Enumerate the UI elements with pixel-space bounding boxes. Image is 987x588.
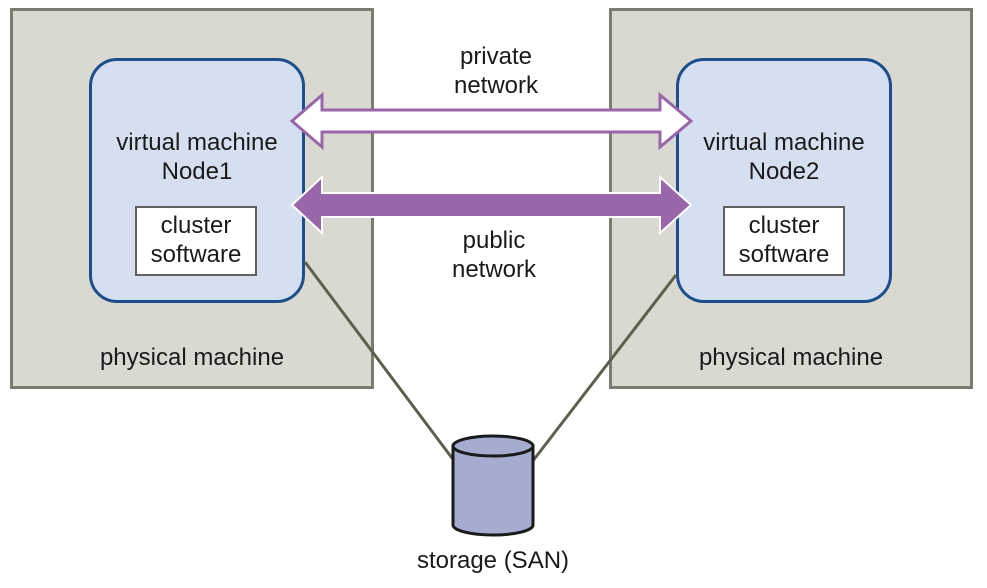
public-network-label: public network [394,226,594,284]
public-network-line2: network [451,256,537,283]
vm-node-name: Node2 [748,158,820,185]
vm-label-node1: virtual machine Node1 [89,128,305,186]
cluster-software-label-node1: cluster software [135,211,257,269]
cluster-software-label-node2: cluster software [723,211,845,269]
vm-title: virtual machine [703,129,865,156]
software-line2: software [738,241,830,268]
storage-label: storage (SAN) [416,547,570,574]
public-network-line1: public [462,227,526,254]
virtual-machine-node1 [89,58,305,303]
physical-machine-label-right: physical machine [698,344,884,371]
private-network-line2: network [453,72,539,99]
physical-machine-label-left: physical machine [99,344,285,371]
software-line2: software [150,241,242,268]
vm-title: virtual machine [116,129,278,156]
public-network-arrow [290,174,693,236]
vm-node-name: Node1 [161,158,233,185]
software-line1: cluster [748,212,820,239]
private-network-label: private network [396,42,596,100]
cluster-software-node1 [135,206,257,276]
cluster-software-node2 [723,206,845,276]
private-network-line1: private [459,43,533,70]
san-link-left [303,261,457,463]
vm-label-node2: virtual machine Node2 [676,128,892,186]
software-line1: cluster [160,212,232,239]
storage-cylinder-icon [451,434,535,537]
san-link-right [530,274,678,463]
private-network-arrow [289,91,694,151]
